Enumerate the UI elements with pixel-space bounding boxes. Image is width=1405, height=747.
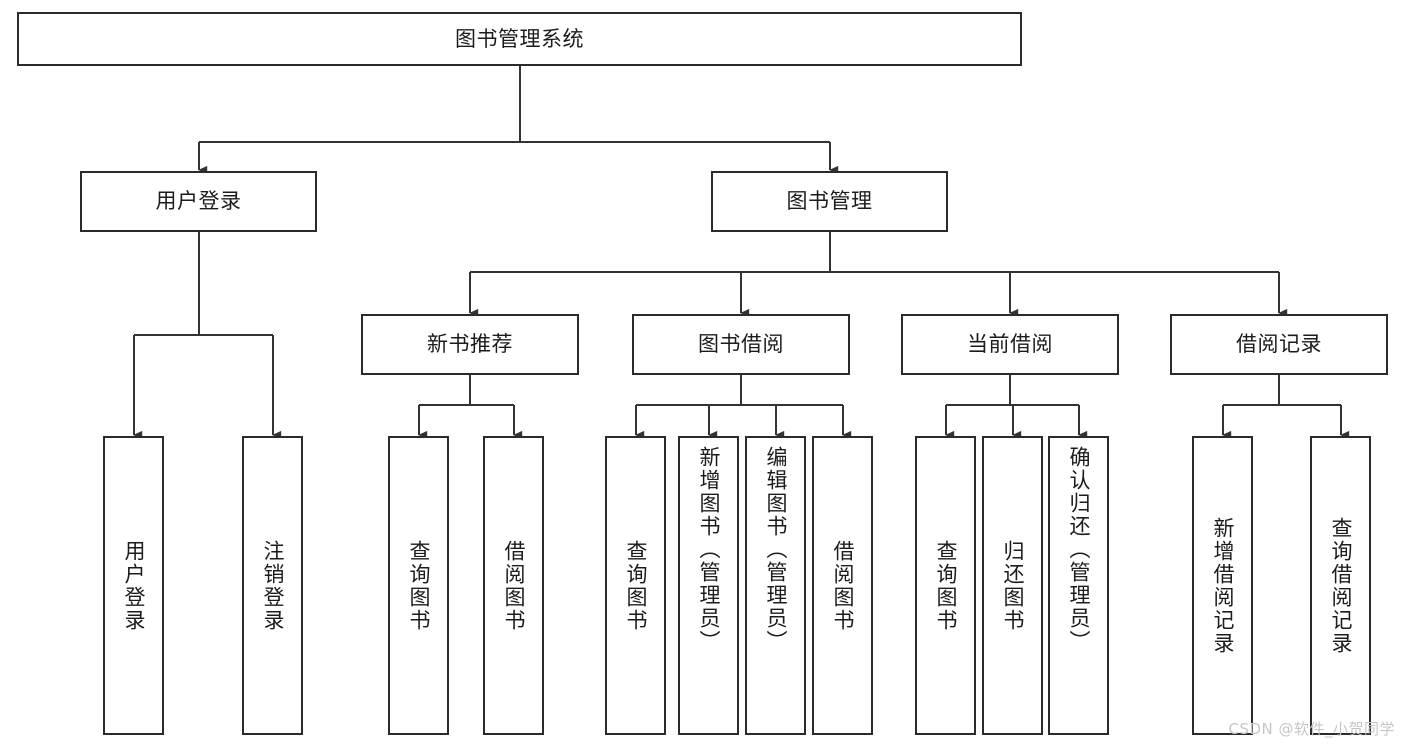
- node-leaf-add-borrow-record[interactable]: 新增借阅记录: [1192, 436, 1253, 735]
- node-leaf-confirm-return-admin[interactable]: 确认归还（管理员）: [1048, 436, 1109, 735]
- node-root[interactable]: 图书管理系统: [17, 12, 1022, 66]
- node-leaf-borrow-book[interactable]: 借阅图书: [812, 436, 873, 735]
- node-new-book-recommend[interactable]: 新书推荐: [361, 314, 579, 375]
- node-book-manage[interactable]: 图书管理: [711, 171, 948, 232]
- node-leaf-add-book-admin[interactable]: 新增图书（管理员）: [678, 436, 739, 735]
- node-leaf-user-logout[interactable]: 注销登录: [242, 436, 303, 735]
- node-label-leaf-user-logout: 注销登录: [261, 539, 285, 632]
- node-leaf-borrow-book-recommend[interactable]: 借阅图书: [483, 436, 544, 735]
- node-leaf-query-book-recommend[interactable]: 查询图书: [388, 436, 449, 735]
- node-label-leaf-query-borrow-record: 查询借阅记录: [1329, 516, 1353, 655]
- node-leaf-query-book-borrow[interactable]: 查询图书: [605, 436, 666, 735]
- node-label-leaf-add-borrow-record: 新增借阅记录: [1211, 516, 1235, 655]
- node-label-leaf-user-login: 用户登录: [122, 539, 146, 632]
- node-book-borrow[interactable]: 图书借阅: [632, 314, 850, 375]
- node-label-current-borrow: 当前借阅: [967, 332, 1053, 357]
- node-label-leaf-confirm-return-admin: 确认归还（管理员）: [1067, 446, 1091, 653]
- node-label-user-login: 用户登录: [155, 189, 242, 214]
- node-leaf-query-borrow-record[interactable]: 查询借阅记录: [1310, 436, 1371, 735]
- node-user-login[interactable]: 用户登录: [80, 171, 317, 232]
- node-leaf-user-login[interactable]: 用户登录: [103, 436, 164, 735]
- watermark-label: CSDN @软件_小贺同学: [1228, 720, 1395, 738]
- node-label-book-borrow: 图书借阅: [698, 332, 784, 357]
- node-label-leaf-query-book-recommend: 查询图书: [407, 539, 431, 632]
- node-label-leaf-return-book: 归还图书: [1001, 539, 1025, 632]
- node-leaf-return-book[interactable]: 归还图书: [982, 436, 1043, 735]
- node-leaf-edit-book-admin[interactable]: 编辑图书（管理员）: [745, 436, 806, 735]
- node-label-leaf-add-book-admin: 新增图书（管理员）: [697, 446, 721, 653]
- node-label-book-manage: 图书管理: [786, 189, 873, 214]
- node-label-leaf-query-book-borrow: 查询图书: [624, 539, 648, 632]
- node-leaf-query-book-current[interactable]: 查询图书: [915, 436, 976, 735]
- connector-group: [132, 66, 1350, 440]
- node-current-borrow[interactable]: 当前借阅: [901, 314, 1119, 375]
- node-label-borrow-record: 借阅记录: [1236, 332, 1322, 357]
- node-borrow-record[interactable]: 借阅记录: [1170, 314, 1388, 375]
- node-label-leaf-edit-book-admin: 编辑图书（管理员）: [764, 446, 788, 653]
- node-label-new-book-recommend: 新书推荐: [427, 332, 513, 357]
- node-label-root: 图书管理系统: [455, 26, 584, 51]
- node-label-leaf-borrow-book-recommend: 借阅图书: [502, 539, 526, 632]
- node-label-leaf-query-book-current: 查询图书: [934, 539, 958, 632]
- node-label-leaf-borrow-book: 借阅图书: [831, 539, 855, 632]
